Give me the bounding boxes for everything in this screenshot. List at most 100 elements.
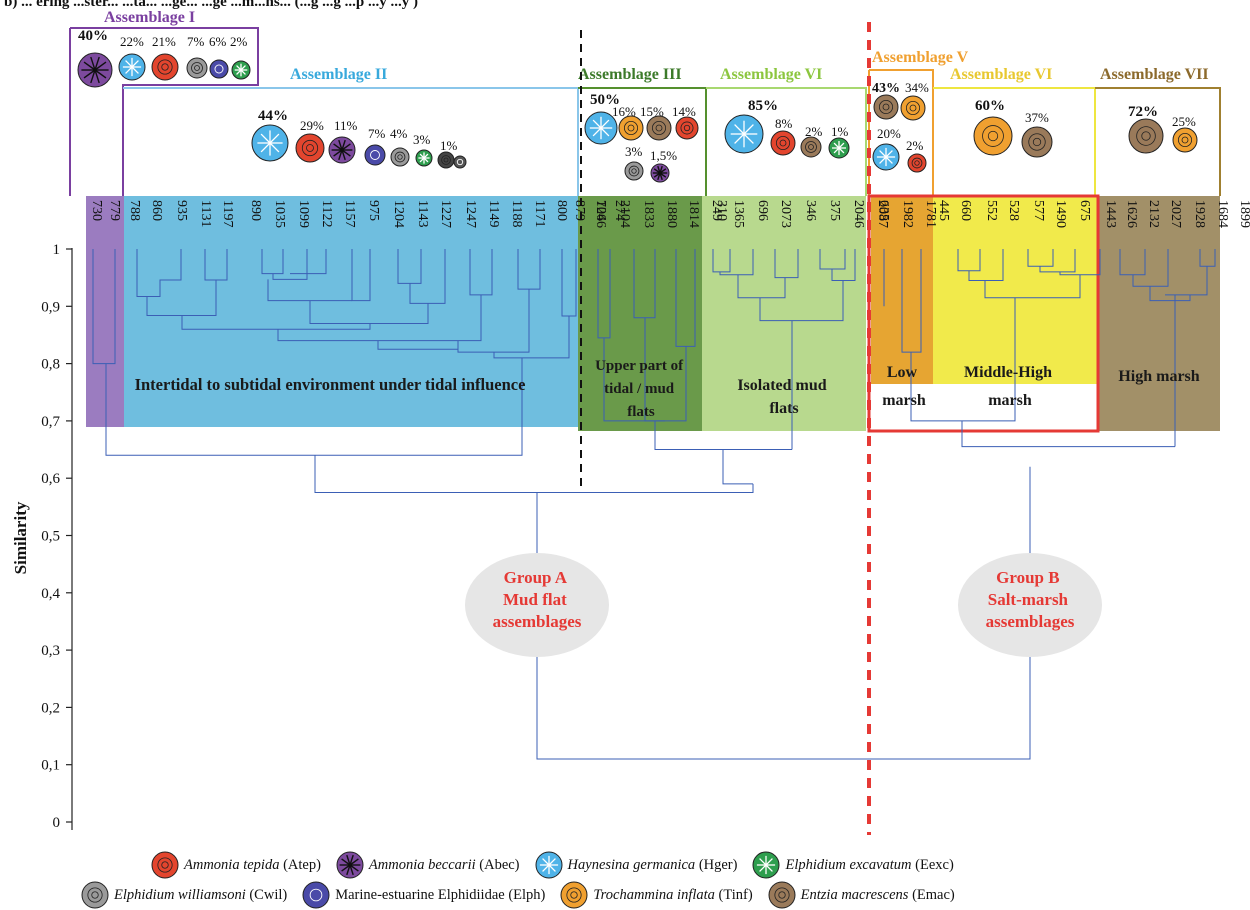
y-tick-label: 0,7 (41, 414, 60, 430)
percent-label: 25% (1172, 114, 1196, 129)
percent-label: 3% (413, 132, 431, 147)
legend-item: Elphidium excavatum (Eexc) (749, 850, 954, 880)
percent-label: 2% (906, 138, 924, 153)
foram-icon (77, 52, 113, 88)
percent-label: 14% (672, 104, 696, 119)
sample-label: 1131 (198, 200, 213, 227)
environment-label: Isolated mud flats (737, 377, 830, 417)
percent-label: 1,5% (650, 148, 677, 163)
percent-label: 3% (625, 144, 643, 159)
y-axis: 00,10,20,30,40,50,60,70,80,91 Similarity (11, 242, 73, 831)
assemblage-title: Assemblage VI (720, 66, 822, 83)
sample-label: 1227 (438, 200, 453, 228)
foram-icon (828, 137, 850, 159)
y-tick-label: 0,3 (41, 643, 60, 659)
sample-label: 1626 (1124, 200, 1139, 228)
legend-species: Elphidium williamsoni (114, 886, 246, 903)
foram-icon (675, 116, 699, 140)
sample-label: 528 (1006, 200, 1021, 221)
sample-label: 375 (827, 200, 842, 221)
foram-icon (209, 59, 229, 79)
sample-label: 635 (876, 200, 891, 221)
group-b-ellipse: Group B Salt-marsh assemblages (958, 553, 1102, 657)
legend-species: Entzia macrescens (800, 886, 909, 903)
group-a-ellipse: Group A Mud flat assemblages (465, 553, 609, 657)
assemblage-title: Assemblage VII (1100, 66, 1209, 83)
legend-item: Ammonia beccarii (Abec) (333, 850, 520, 880)
assemblage-title: Assemblage III (578, 66, 682, 83)
foram-icon (390, 147, 410, 167)
legend-item: Haynesina germanica (Hger) (532, 850, 738, 880)
sample-label: 1684 (1215, 200, 1230, 228)
y-tick-label: 0,4 (41, 586, 60, 602)
dendrogram (92, 249, 1216, 760)
sample-label: 1899 (1237, 200, 1250, 228)
sample-label: 1197 (220, 200, 235, 227)
sample-label: 274 (612, 200, 627, 221)
percent-label: 85% (748, 98, 778, 114)
assemblage-percents: 40%22%21%7%6%2%44%29%11%7%4%3%1%50%16%15… (78, 28, 1196, 163)
sample-label: 1188 (509, 200, 524, 227)
sample-label: 1171 (532, 200, 547, 227)
sample-label: 346 (803, 200, 818, 221)
foram-icon (770, 130, 796, 156)
percent-label: 2% (805, 124, 823, 139)
percent-label: 16% (612, 104, 636, 119)
foram-icon (768, 881, 796, 909)
haynesina-germanica-icon (535, 851, 563, 879)
sample-label: 1982 (900, 200, 915, 228)
legend-species: Marine-estuarine Elphidiidae (335, 886, 505, 903)
legend-code: (Hger) (695, 856, 738, 873)
foram-icon (328, 136, 356, 164)
percent-label: 43% (872, 81, 900, 96)
sample-label: 1490 (1053, 200, 1068, 228)
percent-label: 60% (975, 98, 1005, 114)
sample-label: 975 (366, 200, 381, 221)
assemblage-title: Assemblage V (872, 49, 969, 66)
legend-species: Trochammina inflata (593, 886, 715, 903)
sample-label: 1781 (923, 200, 938, 228)
entzia-macrescens-icon (768, 881, 796, 909)
foram-icon (872, 143, 900, 171)
foram-icon (873, 94, 899, 120)
environment-label: Intertidal to subtidal environment under… (135, 375, 526, 394)
percent-label: 7% (368, 126, 386, 141)
sample-label: 1157 (342, 200, 357, 227)
sample-label: 779 (107, 200, 122, 221)
environment-labels: Intertidal to subtidal environment under… (135, 358, 1200, 420)
foram-icon (584, 111, 618, 145)
sample-label: 1247 (463, 200, 478, 228)
legend-item: Marine-estuarine Elphidiidae (Elph) (299, 880, 545, 910)
environment-label: Low marsh (882, 364, 926, 409)
sample-label: 249 (709, 200, 724, 221)
percent-label: 21% (152, 34, 176, 49)
sample-label: 1814 (686, 200, 701, 228)
foram-icons (77, 52, 1198, 183)
foram-icon (336, 851, 364, 879)
percent-label: 40% (78, 28, 108, 44)
percent-label: 4% (390, 126, 408, 141)
legend-code: (Cwil) (245, 886, 288, 903)
foram-icon (151, 851, 179, 879)
foram-icon (800, 136, 822, 158)
foram-icon (724, 114, 764, 154)
percent-label: 20% (877, 126, 901, 141)
sample-label: 696 (755, 200, 770, 221)
sample-label: 1928 (1192, 200, 1207, 228)
sample-label: 577 (1031, 200, 1046, 221)
percent-label: 1% (831, 124, 849, 139)
sample-label: 2046 (851, 200, 866, 228)
elphidium-excavatum-icon (752, 851, 780, 879)
legend-item: Entzia macrescens (Emac) (765, 880, 955, 910)
y-tick-label: 0,5 (41, 529, 60, 545)
figure-header-text: b) ... ering ...ster... ...ta... ...ge..… (4, 0, 418, 10)
sample-label: 860 (149, 200, 164, 221)
foram-icon (900, 95, 926, 121)
sample-label: 2073 (778, 200, 793, 228)
assemblage-title: Assemblage I (104, 9, 195, 26)
sample-label: 445 (936, 200, 951, 221)
foram-icon (1021, 126, 1053, 158)
percent-label: 37% (1025, 110, 1049, 125)
foram-icon (186, 57, 208, 79)
legend-code: (Eexc) (911, 856, 954, 873)
